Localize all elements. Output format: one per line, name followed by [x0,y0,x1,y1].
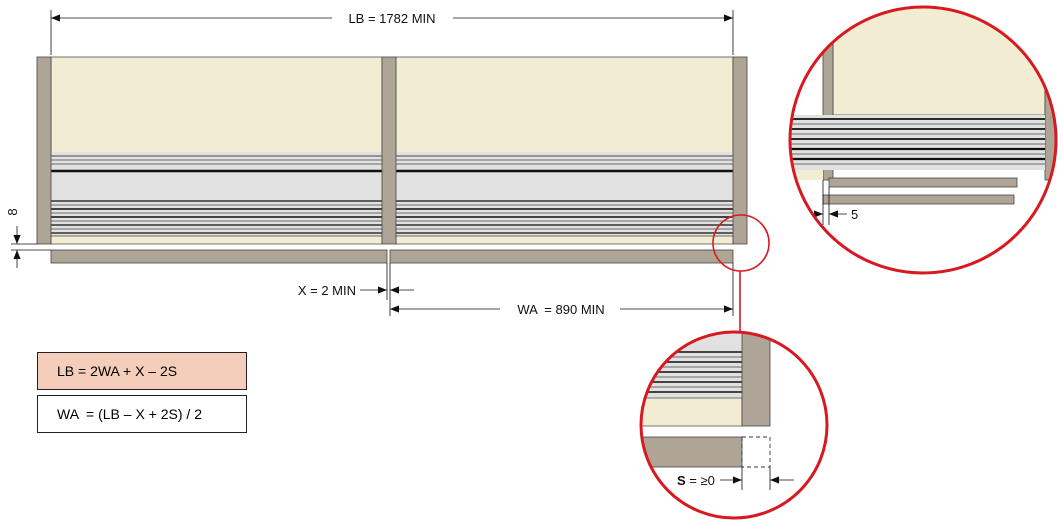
formula-lb: LB = 2WA + X – 2S [37,352,247,390]
height-dimension-label: 8 [5,208,20,215]
formula-lb-text: LB = 2WA + X – 2S [57,363,178,379]
formula-wa: WA = (LB – X + 2S) / 2 [37,395,247,433]
s-variable: S [677,473,686,488]
bottom-detail-circle [639,330,829,520]
wa-dimension-label: WA = 890 MIN [517,302,604,317]
lb-dimension: LB = 1782 MIN [50,10,734,55]
main-elevation [36,56,748,264]
detail-gap-label: 5 [851,207,858,222]
center-post [381,56,397,245]
top-detail-circle [788,5,1058,275]
s-value: = ≥0 [686,473,715,488]
height-dimension: 8 [5,208,51,268]
detail-callout-circle [712,214,770,272]
x-dimension: X = 2 MIN [298,263,414,300]
top-right-detail: 5 [788,5,1058,275]
s-dimension-label: S = ≥0 [677,473,715,488]
x-dimension-label: X = 2 MIN [298,283,356,298]
formula-wa-text: WA = (LB – X + 2S) / 2 [57,406,202,422]
right-post [732,56,748,245]
left-post [36,56,52,245]
right-bottom-board [389,249,734,264]
lb-dimension-label: LB = 1782 MIN [348,11,435,26]
left-bottom-board [50,249,388,264]
wa-dimension: WA = 890 MIN [389,263,734,317]
bottom-right-detail: S = ≥0 [639,330,829,520]
